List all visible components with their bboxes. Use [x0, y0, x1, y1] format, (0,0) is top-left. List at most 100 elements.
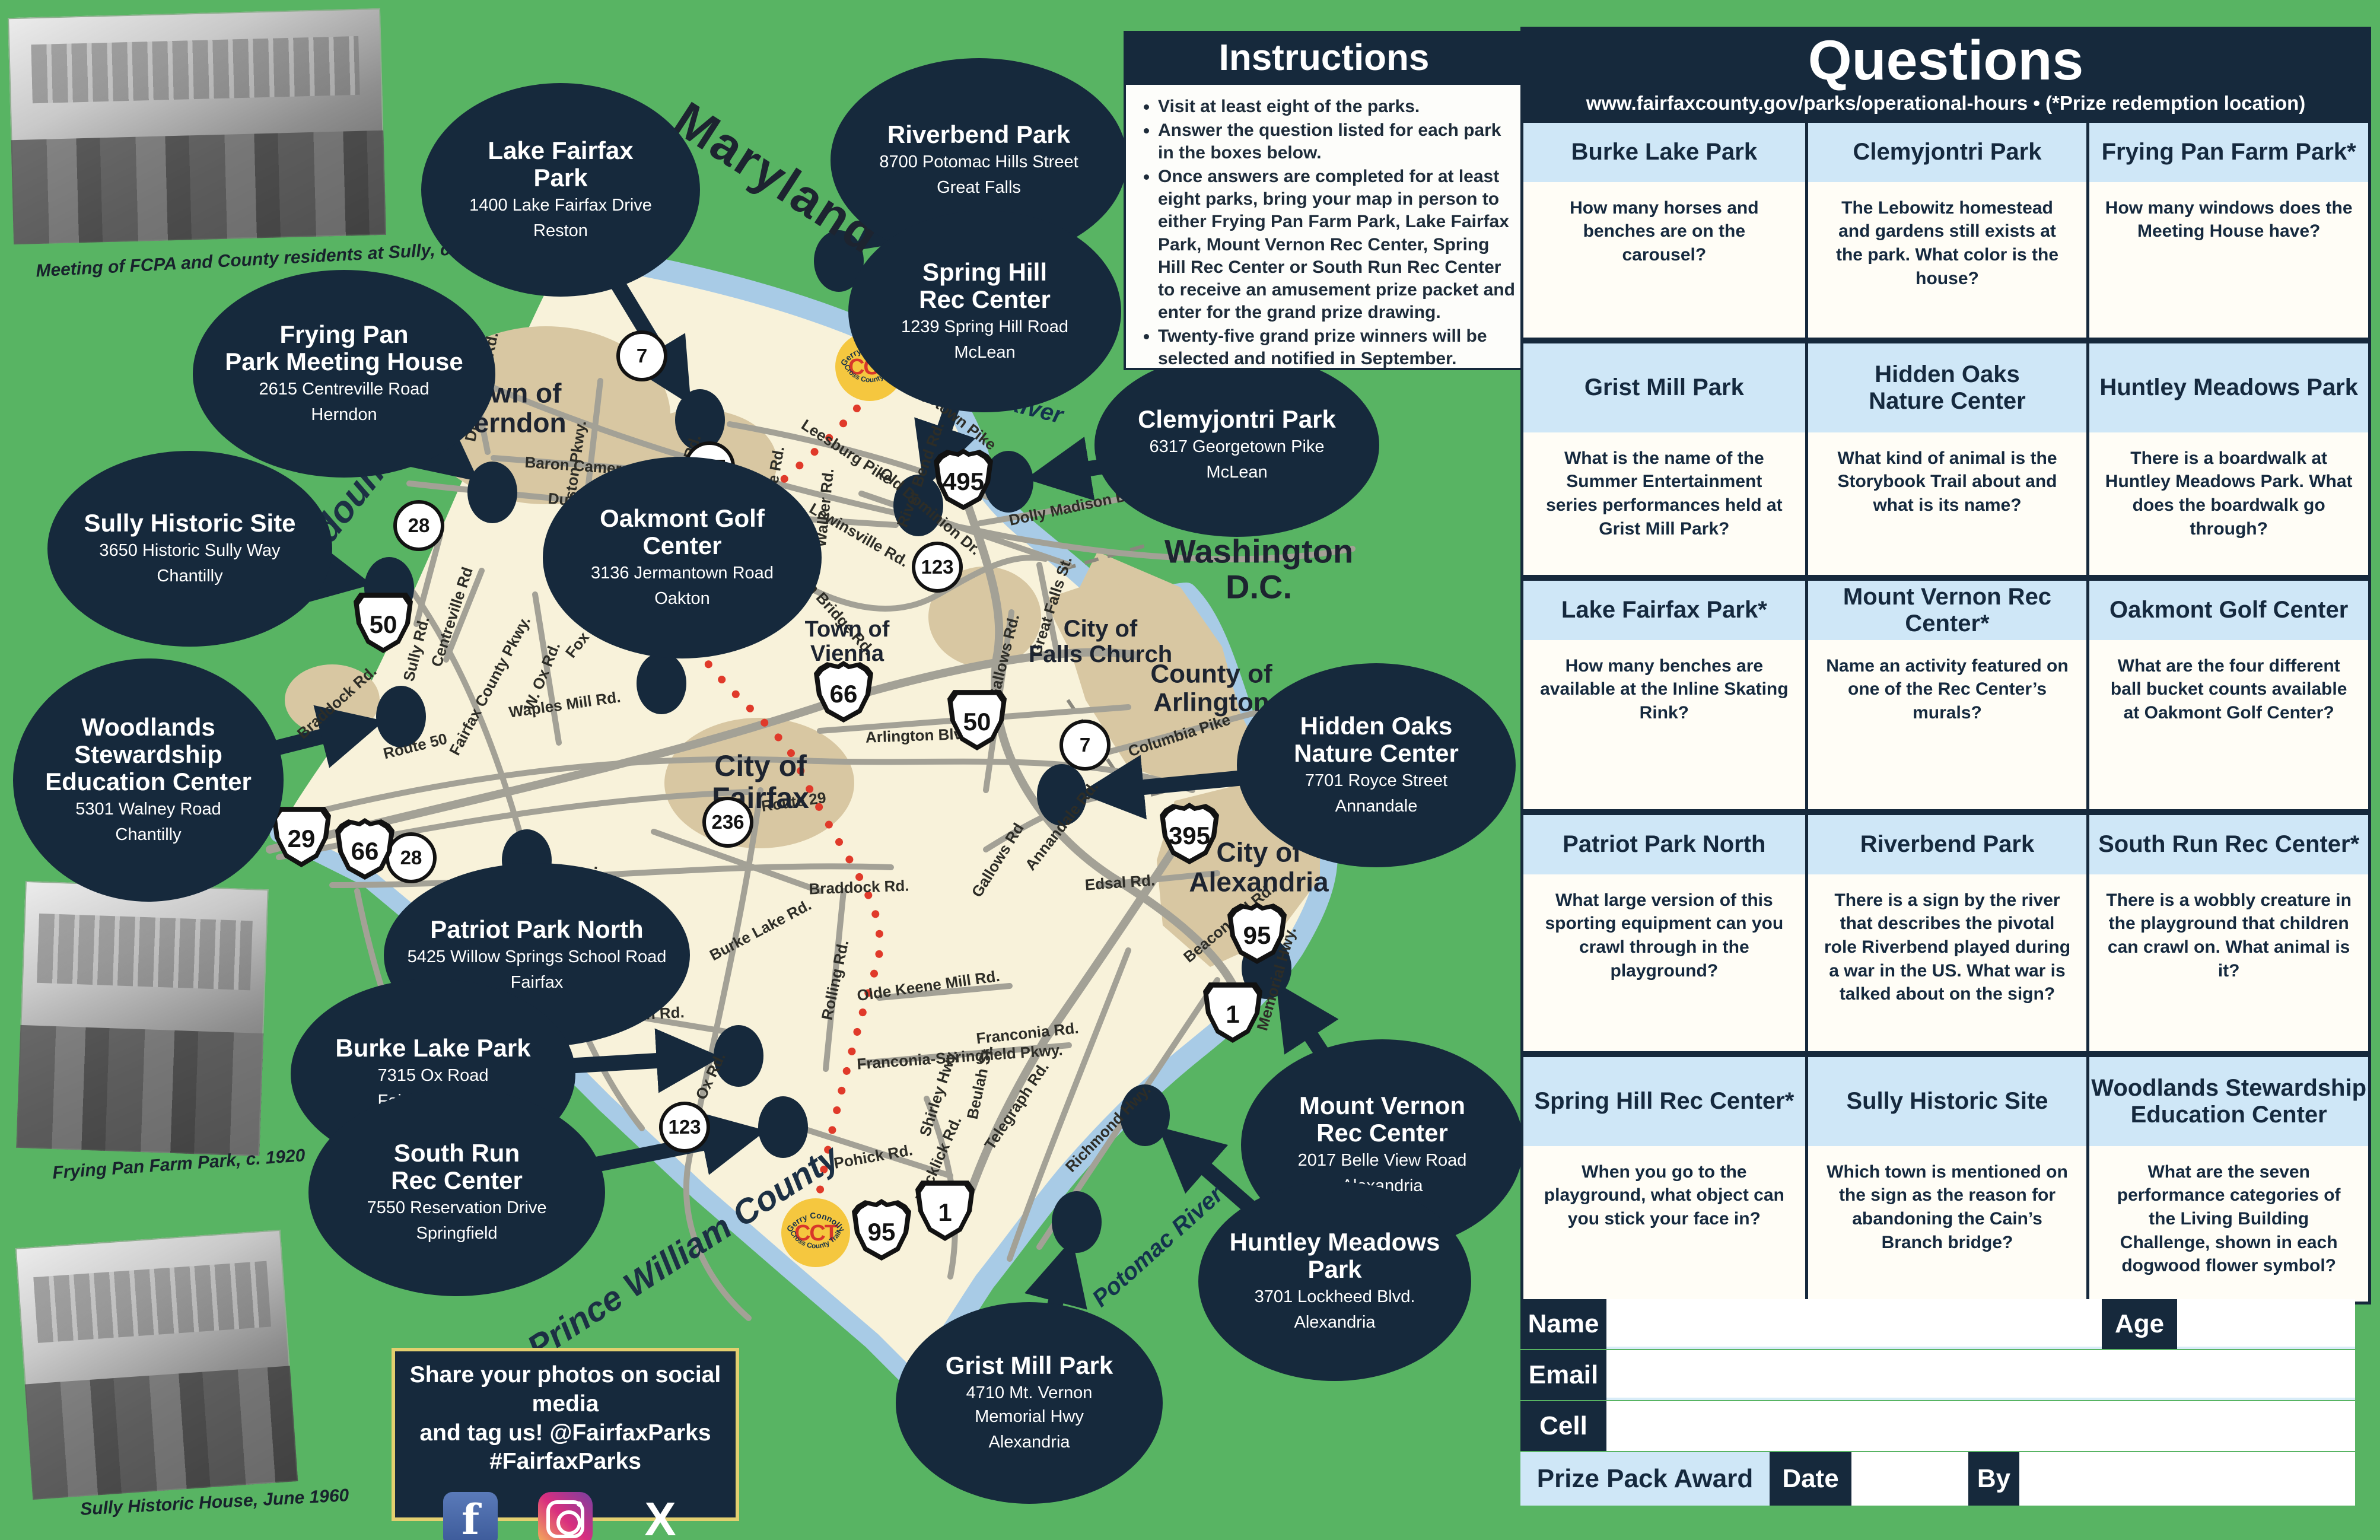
park-name: Sully Historic Site: [84, 508, 296, 537]
question-park-name: Riverbend Park: [1808, 814, 2087, 874]
shield-number: 50: [369, 610, 397, 638]
question-answer-area[interactable]: What are the seven performance categorie…: [2089, 1146, 2368, 1302]
shield-number: 395: [1168, 822, 1211, 849]
park-address: 2017 Belle View Road: [1297, 1151, 1467, 1170]
instructions-list: Visit at least eight of the parks.Answer…: [1134, 96, 1516, 370]
shield-number: 95: [867, 1218, 896, 1246]
cell-input[interactable]: [1606, 1401, 2355, 1451]
question-answer-area[interactable]: There is a boardwalk at Huntley Meadows …: [2089, 432, 2368, 575]
age-input[interactable]: [2177, 1299, 2355, 1349]
prize-entry-form: Name Age Email Cell Prize Pack Award Dat…: [1520, 1299, 2371, 1507]
historic-photo-meeting: [8, 8, 386, 245]
park-location-dot: [376, 686, 426, 747]
instructions-box: Instructions Visit at least eight of the…: [1124, 31, 1525, 370]
questions-title: Questions: [1808, 29, 2084, 92]
name-label: Name: [1520, 1299, 1606, 1349]
park-name: Frying Pan Park Meeting House: [225, 320, 463, 376]
question-answer-area[interactable]: The Lebowitz homestead and gardens still…: [1808, 182, 2087, 338]
park-location-dot: [1120, 1084, 1170, 1146]
park-city: McLean: [954, 343, 1016, 362]
question-answer-area[interactable]: Name an activity featured on one of the …: [1808, 639, 2087, 809]
road-label: Braddock Rd.: [808, 876, 909, 898]
park-city: Alexandria: [1294, 1313, 1376, 1332]
photo-detail: [11, 131, 386, 245]
questions-subtitle: www.fairfaxcounty.gov/parks/operational-…: [1586, 91, 2306, 114]
park-address: 7701 Royce Street: [1304, 771, 1448, 791]
photo-detail: [33, 1261, 272, 1343]
route-shield-50: 50: [947, 689, 1007, 750]
social-icons: f X: [395, 1492, 736, 1540]
question-park-name: Spring Hill Rec Center*: [1523, 1057, 1805, 1146]
facebook-icon[interactable]: f: [443, 1492, 498, 1540]
park-name: Burke Lake Park: [335, 1033, 531, 1062]
park-location-dot: [758, 1096, 808, 1158]
region-label: Washington D.C.: [1164, 532, 1354, 606]
route-shield-236: 236: [702, 797, 753, 848]
question-answer-area[interactable]: How many benches are available at the In…: [1523, 639, 1805, 809]
question-park-name: Burke Lake Park: [1523, 122, 1805, 182]
question-park-name: Mount Vernon Rec Center*: [1808, 580, 2087, 640]
question-answer-area[interactable]: How many horses and benches are on the c…: [1523, 182, 1805, 338]
question-answer-area[interactable]: There is a wobbly creature in the playgr…: [2089, 874, 2368, 1051]
route-shield-1: 1: [915, 1179, 975, 1241]
route-shield-1: 1: [1203, 981, 1262, 1043]
park-location-dot: [675, 389, 725, 451]
cct-trail-logo: CCT Gerry Connolly Cross County Trail: [781, 1198, 850, 1267]
route-shield-95: 95: [852, 1199, 911, 1261]
photo-detail: [36, 913, 253, 991]
question-answer-area[interactable]: There is a sign by the river that descri…: [1808, 874, 2087, 1051]
shield-number: 29: [287, 825, 316, 852]
park-city: Chantilly: [115, 825, 182, 845]
historic-photo-frying-pan: [16, 880, 269, 1157]
park-name: South Run Rec Center: [391, 1138, 523, 1194]
route-shield-123: 123: [659, 1102, 710, 1153]
region-label: City of Alexandria: [1189, 836, 1329, 897]
by-input[interactable]: [2019, 1452, 2355, 1506]
park-name: Huntley Meadows Park: [1229, 1227, 1440, 1283]
question-answer-area[interactable]: What are the four different ball bucket …: [2089, 639, 2368, 809]
x-icon[interactable]: X: [644, 1493, 676, 1540]
question-answer-area[interactable]: How many windows does the Meeting House …: [2089, 182, 2368, 338]
instruction-item: Visit at least eight of the parks.: [1158, 96, 1516, 118]
question-answer-area[interactable]: Which town is mentioned on the sign as t…: [1808, 1146, 2087, 1302]
park-location-dot: [467, 462, 517, 523]
park-location-dot: [893, 475, 943, 536]
park-address: 4710 Mt. Vernon Memorial Hwy: [966, 1383, 1093, 1426]
question-answer-area[interactable]: When you go to the playground, what obje…: [1523, 1146, 1805, 1302]
park-city: Reston: [533, 221, 588, 241]
park-address: 8700 Potomac Hills Street: [879, 152, 1078, 171]
question-answer-area[interactable]: What is the name of the Summer Entertain…: [1523, 432, 1805, 575]
question-park-name: South Run Rec Center*: [2089, 814, 2368, 874]
occoquan-river: [270, 825, 922, 1391]
park-city: Herndon: [311, 405, 377, 425]
shield-number: 66: [351, 837, 379, 865]
question-park-name: Clemyjontri Park: [1808, 122, 2087, 182]
svg-text:CCT: CCT: [794, 1221, 838, 1246]
instagram-icon[interactable]: [538, 1492, 593, 1540]
question-park-name: Huntley Meadows Park: [2089, 343, 2368, 432]
question-answer-area[interactable]: What kind of animal is the Storybook Tra…: [1808, 432, 2087, 575]
name-input[interactable]: [1606, 1299, 2102, 1349]
park-city: Great Falls: [937, 178, 1021, 198]
route-shield-395: 395: [1160, 803, 1219, 864]
email-input[interactable]: [1606, 1350, 2355, 1400]
date-input[interactable]: [1851, 1452, 1968, 1506]
park-location-dot: [637, 653, 686, 714]
route-shield-95: 95: [1227, 902, 1287, 964]
question-answer-area[interactable]: What large version of this sporting equi…: [1523, 874, 1805, 1051]
route-shield-7: 7: [616, 330, 667, 381]
park-name: Clemyjontri Park: [1138, 405, 1336, 433]
question-park-name: Frying Pan Farm Park*: [2089, 122, 2368, 182]
park-location-dot: [1052, 1191, 1102, 1253]
route-shield-50: 50: [354, 591, 413, 653]
